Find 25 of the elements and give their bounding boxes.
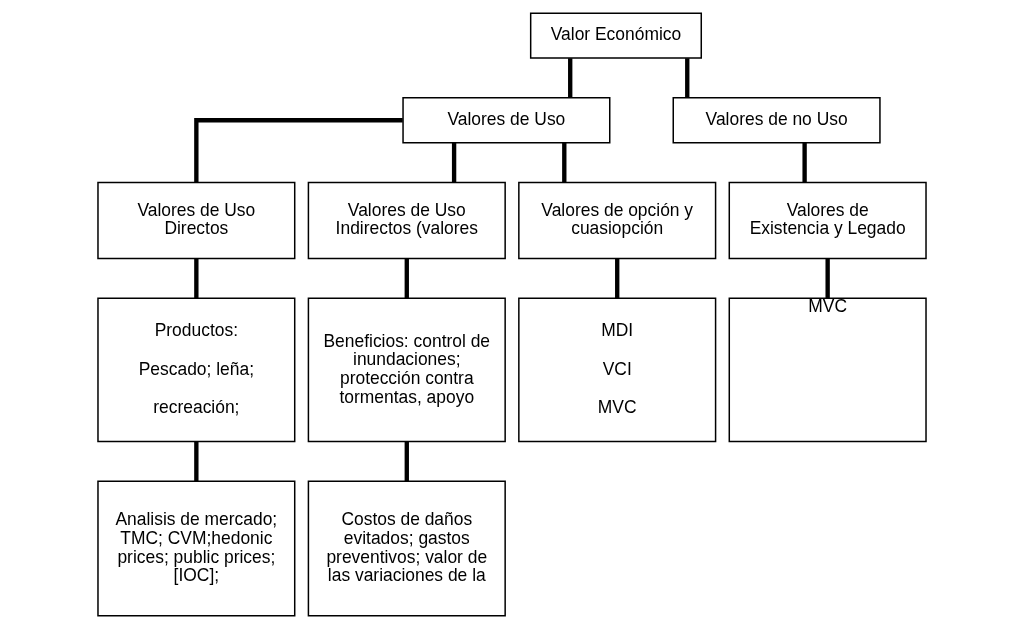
connector [194,441,199,481]
connector [685,58,690,98]
connector [194,118,403,183]
node-box: Valores de Uso [402,97,611,144]
connector [568,58,573,98]
connector [194,258,199,299]
connector [404,258,409,299]
node-box: Valores de Uso Indirectos (valores [307,181,506,260]
node-box: Valores de no Uso [672,97,881,144]
node-box: Beneficios: control de inundaciones; protección contra tormentas, apoyo [307,297,506,443]
node-box: Valores de Uso Directos [97,181,296,260]
connector [615,258,620,299]
node-box: Valor Económico [529,12,702,59]
node-box: Valores de Existencia y Legado [728,181,927,260]
connector [562,143,567,183]
node-box: MVC [728,297,927,443]
node-box: Valores de opción y cuasiopción [518,181,717,260]
connector [825,258,830,299]
node-box: Productos: Pescado; leña; recreación; [97,297,296,443]
connector [404,441,409,481]
node-box: Costos de daños evitados; gastos preventivos; valor de las variaciones de la [307,480,506,617]
node-box: Analisis de mercado; TMC; CVM;hedonic prices; public prices; [IOC]; [97,480,296,617]
connector [802,143,807,183]
node-box: MDI VCI MVC [518,297,717,443]
connector [451,143,457,183]
